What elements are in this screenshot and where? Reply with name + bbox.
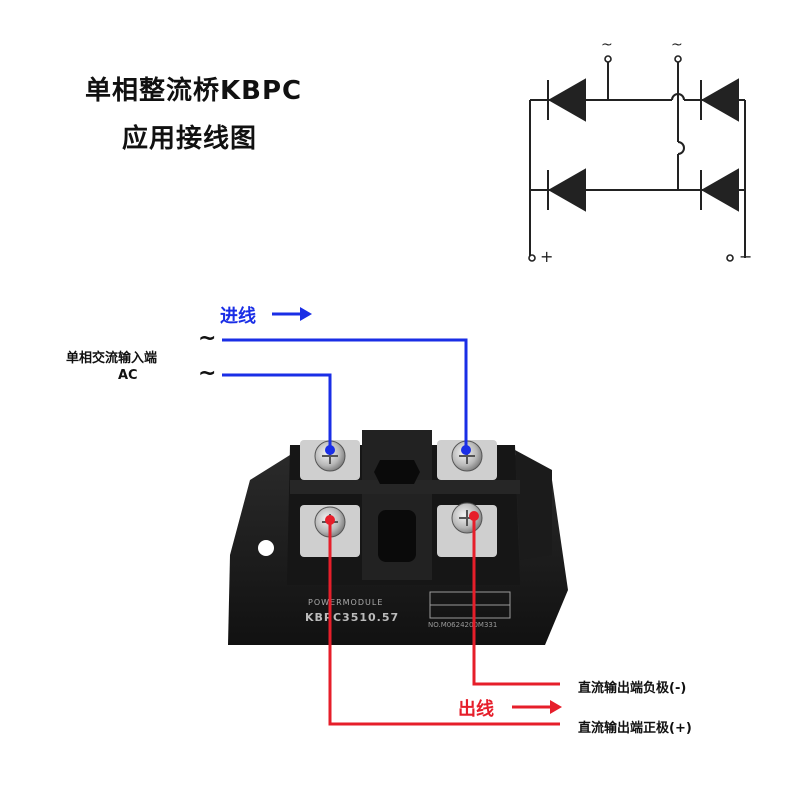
input-label: 进线 bbox=[220, 306, 256, 327]
module-model-text: KBPC3510.57 bbox=[305, 611, 400, 624]
dc-negative-terminal bbox=[726, 254, 734, 262]
ac-tilde-bottom: ~ bbox=[198, 361, 217, 386]
module-brand-text: POWERMODULE bbox=[308, 598, 384, 607]
dc-negative-label: 直流输出端负极(-) bbox=[578, 681, 687, 696]
ac-terminal-right bbox=[674, 55, 682, 63]
output-label: 出线 bbox=[458, 699, 494, 720]
ac-tilde-top: ~ bbox=[198, 326, 217, 351]
diagram-title-line2: 应用接线图 bbox=[122, 124, 258, 154]
ac-input-wire-2 bbox=[222, 373, 332, 450]
diode-top-left bbox=[547, 78, 586, 122]
ac-terminal-left bbox=[604, 55, 612, 63]
schematic-ac-symbol-left: ~ bbox=[601, 37, 613, 53]
ac-input-wire-1 bbox=[222, 338, 468, 450]
schematic-ac-symbol-right: ~ bbox=[671, 37, 683, 53]
schematic-dc-positive-label: + bbox=[540, 247, 554, 266]
diode-top-right bbox=[700, 78, 739, 122]
diode-bottom-left bbox=[547, 168, 586, 212]
diode-bottom-right bbox=[700, 168, 739, 212]
dc-positive-terminal bbox=[528, 254, 536, 262]
ac-input-label-line1: 单相交流输入端 bbox=[66, 351, 158, 366]
diagram-title-line1: 单相整流桥KBPC bbox=[85, 76, 303, 106]
dc-negative-wire bbox=[472, 516, 560, 686]
schematic-dc-negative-label: − bbox=[739, 247, 753, 266]
ac-input-label-line2: AC bbox=[118, 368, 138, 383]
dc-positive-label: 直流输出端正极(+) bbox=[578, 721, 692, 736]
module-serial-text: NO.M0624200M331 bbox=[428, 621, 498, 629]
